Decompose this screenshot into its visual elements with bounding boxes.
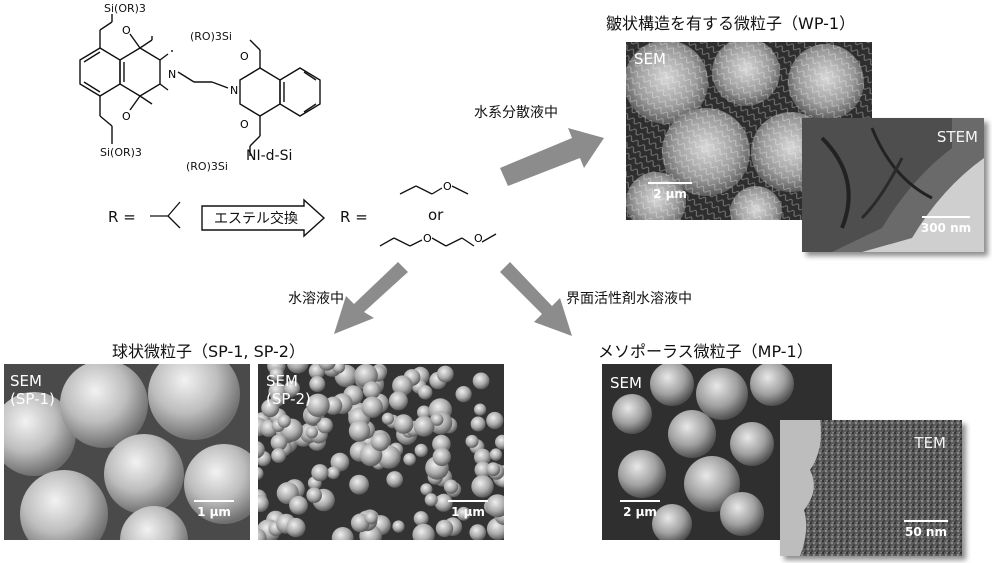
- mp-tem-image: TEM 50 nm: [780, 420, 962, 556]
- stem-graphic: [802, 118, 984, 252]
- wp-stem-label: STEM: [936, 128, 978, 146]
- sp1-sem-label: SEM (SP-1): [10, 372, 55, 408]
- methoxyethyl-structure: O: [399, 180, 469, 195]
- atom-o-5: O: [443, 180, 452, 193]
- atom-o-7: O: [474, 232, 483, 245]
- sp2-sem-sub: (SP-2): [266, 390, 311, 408]
- atom-o-6: O: [423, 232, 432, 245]
- atom-o-4: O: [240, 118, 249, 131]
- group-top-right: (RO)3Si: [190, 30, 232, 43]
- methoxyethoxyethyl-structure: O O: [379, 232, 497, 247]
- mp-sem-scale-text: 2 μm: [623, 505, 657, 519]
- transesterification-label: エステル交換: [214, 211, 298, 227]
- atom-n-2: N: [230, 84, 238, 97]
- group-bottom-left: Si(OR)3: [100, 146, 142, 159]
- sp1-sem-label-text: SEM: [10, 372, 42, 390]
- wp-stem-scale: 300 nm: [916, 216, 976, 235]
- mp-sem-scale: 2 μm: [612, 500, 668, 519]
- arrow-to-wp: [500, 128, 604, 186]
- sp2-sem-label-text: SEM: [266, 372, 298, 390]
- mp-tem-label: TEM: [914, 434, 946, 452]
- molecule-name: NI-d-Si: [246, 148, 293, 164]
- sp-title: 球状微粒子（SP-1, SP-2）: [112, 342, 305, 361]
- sp2-sem-label: SEM (SP-2): [266, 372, 311, 408]
- mp-tem-scale: 50 nm: [898, 520, 954, 539]
- arrow-to-mp: [500, 262, 572, 336]
- wp-sem-scale: 2 μm: [638, 182, 702, 201]
- transesterification-arrow: [201, 198, 326, 238]
- wp-title: 皺状構造を有する微粒子（WP-1）: [606, 14, 856, 33]
- route-aqueous-solution: 水溶液中: [288, 291, 344, 307]
- atom-o-3: O: [240, 50, 249, 63]
- atom-o-1: O: [122, 24, 131, 37]
- atom-o-2: O: [122, 110, 131, 123]
- mp-tem-scale-text: 50 nm: [905, 525, 947, 539]
- wp-sem-label: SEM: [634, 50, 666, 68]
- group-top-left: Si(OR)3: [104, 2, 146, 15]
- molecule-structure: O O N N O O: [79, 14, 321, 156]
- r-left-label: R =: [108, 208, 136, 226]
- sp1-sem-sub: (SP-1): [10, 390, 55, 408]
- route-surfactant-solution: 界面活性剤水溶液中: [566, 291, 692, 307]
- wp-stem-scale-text: 300 nm: [920, 221, 972, 235]
- sp2-sem-image: SEM (SP-2) 1 μm: [258, 364, 504, 540]
- mp-sem-label: SEM: [610, 374, 642, 392]
- sp1-sem-image: SEM (SP-1) 1 μm: [4, 364, 250, 540]
- r-right-label: R =: [340, 208, 368, 226]
- atom-n-1: N: [168, 68, 176, 81]
- isopropyl-structure: [150, 201, 181, 229]
- sp2-sem-scale-text: 1 μm: [451, 505, 485, 519]
- route-aqueous-dispersion: 水系分散液中: [474, 105, 558, 121]
- arrow-to-sp: [334, 262, 408, 334]
- sp2-sem-scale: 1 μm: [440, 500, 496, 519]
- wp-sem-scale-text: 2 μm: [653, 187, 687, 201]
- mp-title: メソポーラス微粒子（MP-1）: [598, 342, 813, 361]
- sp1-sem-scale-text: 1 μm: [197, 505, 231, 519]
- or-label: or: [428, 206, 444, 224]
- small-spheres-graphic: [258, 364, 504, 540]
- tem-graphic: [780, 420, 962, 556]
- sp1-sem-scale: 1 μm: [186, 500, 242, 519]
- wp-stem-image: STEM 300 nm: [802, 118, 984, 252]
- group-bottom-right: (RO)3Si: [186, 160, 228, 173]
- large-spheres-graphic: [4, 364, 250, 540]
